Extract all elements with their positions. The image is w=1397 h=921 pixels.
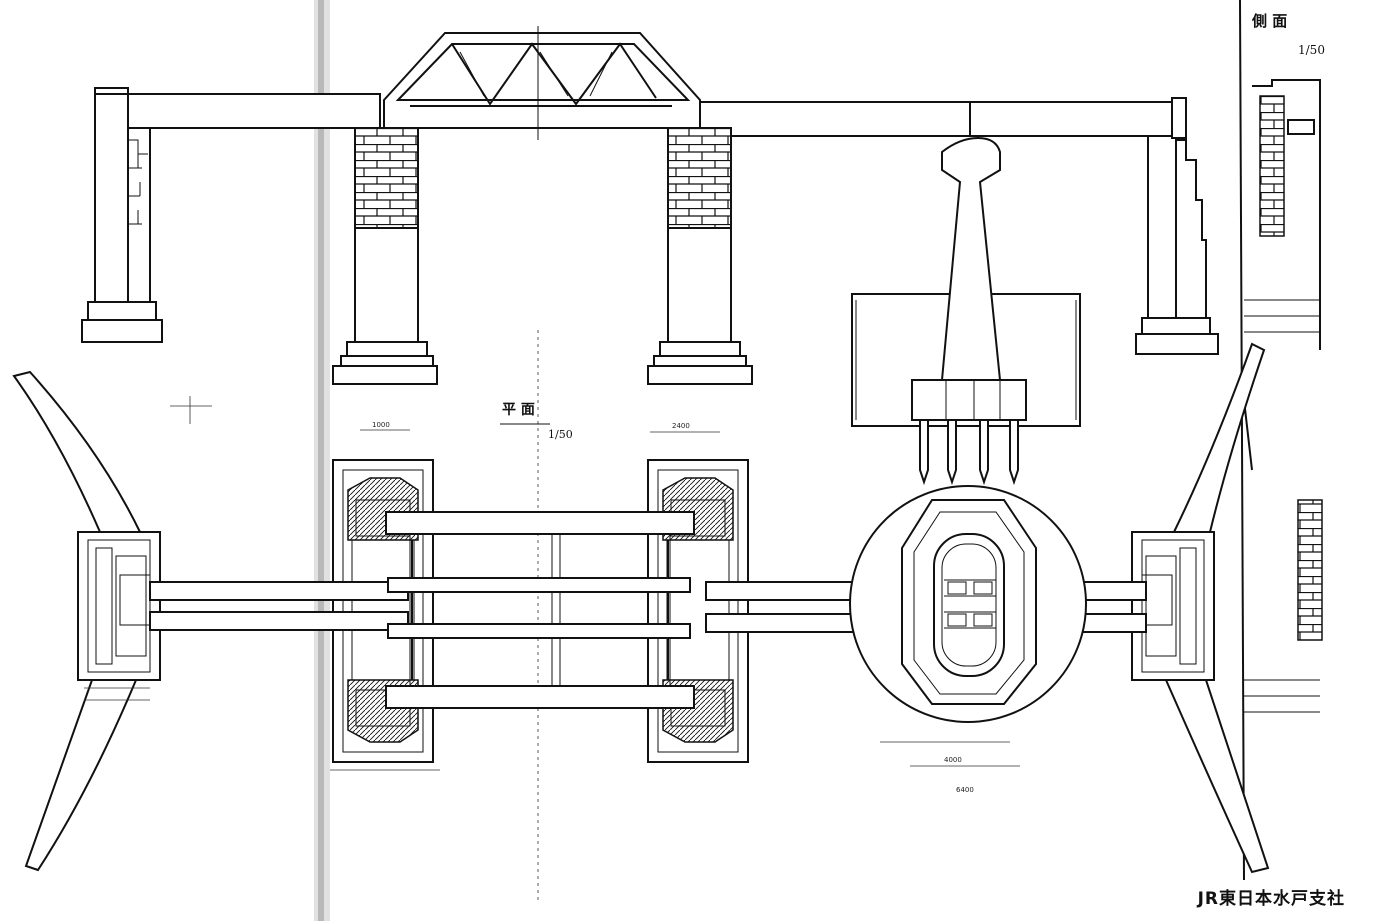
round-pier-plan — [849, 485, 1087, 723]
side-view-label: 側 面 — [1251, 12, 1287, 30]
plan-view: 平 面 1/50 — [12, 342, 1270, 874]
truss-plan — [385, 511, 695, 709]
side-view-scale: 1/50 — [1298, 43, 1325, 57]
left-wing-walls — [12, 370, 161, 872]
left-abutment-elevation — [81, 87, 163, 343]
dimension-lines: 1000 2400 4000 6400 — [84, 396, 1020, 794]
svg-text:4000: 4000 — [944, 756, 962, 764]
side-view-title: 側 面 1/50 — [1251, 12, 1325, 57]
plan-view-label: 平 面 — [502, 402, 535, 418]
plan-view-title: 平 面 1/50 — [500, 402, 573, 441]
credit-label: JR東日本水戸支社 — [1197, 889, 1345, 909]
deck-girder-mid — [699, 101, 971, 137]
paper-fold-smudge — [314, 0, 330, 921]
right-wing-walls — [1131, 342, 1270, 874]
pier-1-elevation — [332, 127, 438, 385]
svg-text:6400: 6400 — [956, 786, 974, 794]
truss-span — [383, 26, 701, 140]
svg-text:1000: 1000 — [372, 421, 390, 429]
side-detail-strip — [1239, 0, 1323, 881]
pier-2-elevation — [647, 127, 753, 385]
deck-girder-right — [969, 101, 1173, 137]
svg-text:2400: 2400 — [672, 422, 690, 430]
elevation-view: 側 面 1/50 — [81, 12, 1325, 486]
right-abutment-elevation — [1135, 97, 1219, 355]
tapered-pier-elevation — [851, 136, 1081, 486]
pier-2-plan — [647, 459, 749, 763]
plan-view-scale: 1/50 — [548, 428, 573, 441]
deck-girder-left — [127, 93, 381, 129]
